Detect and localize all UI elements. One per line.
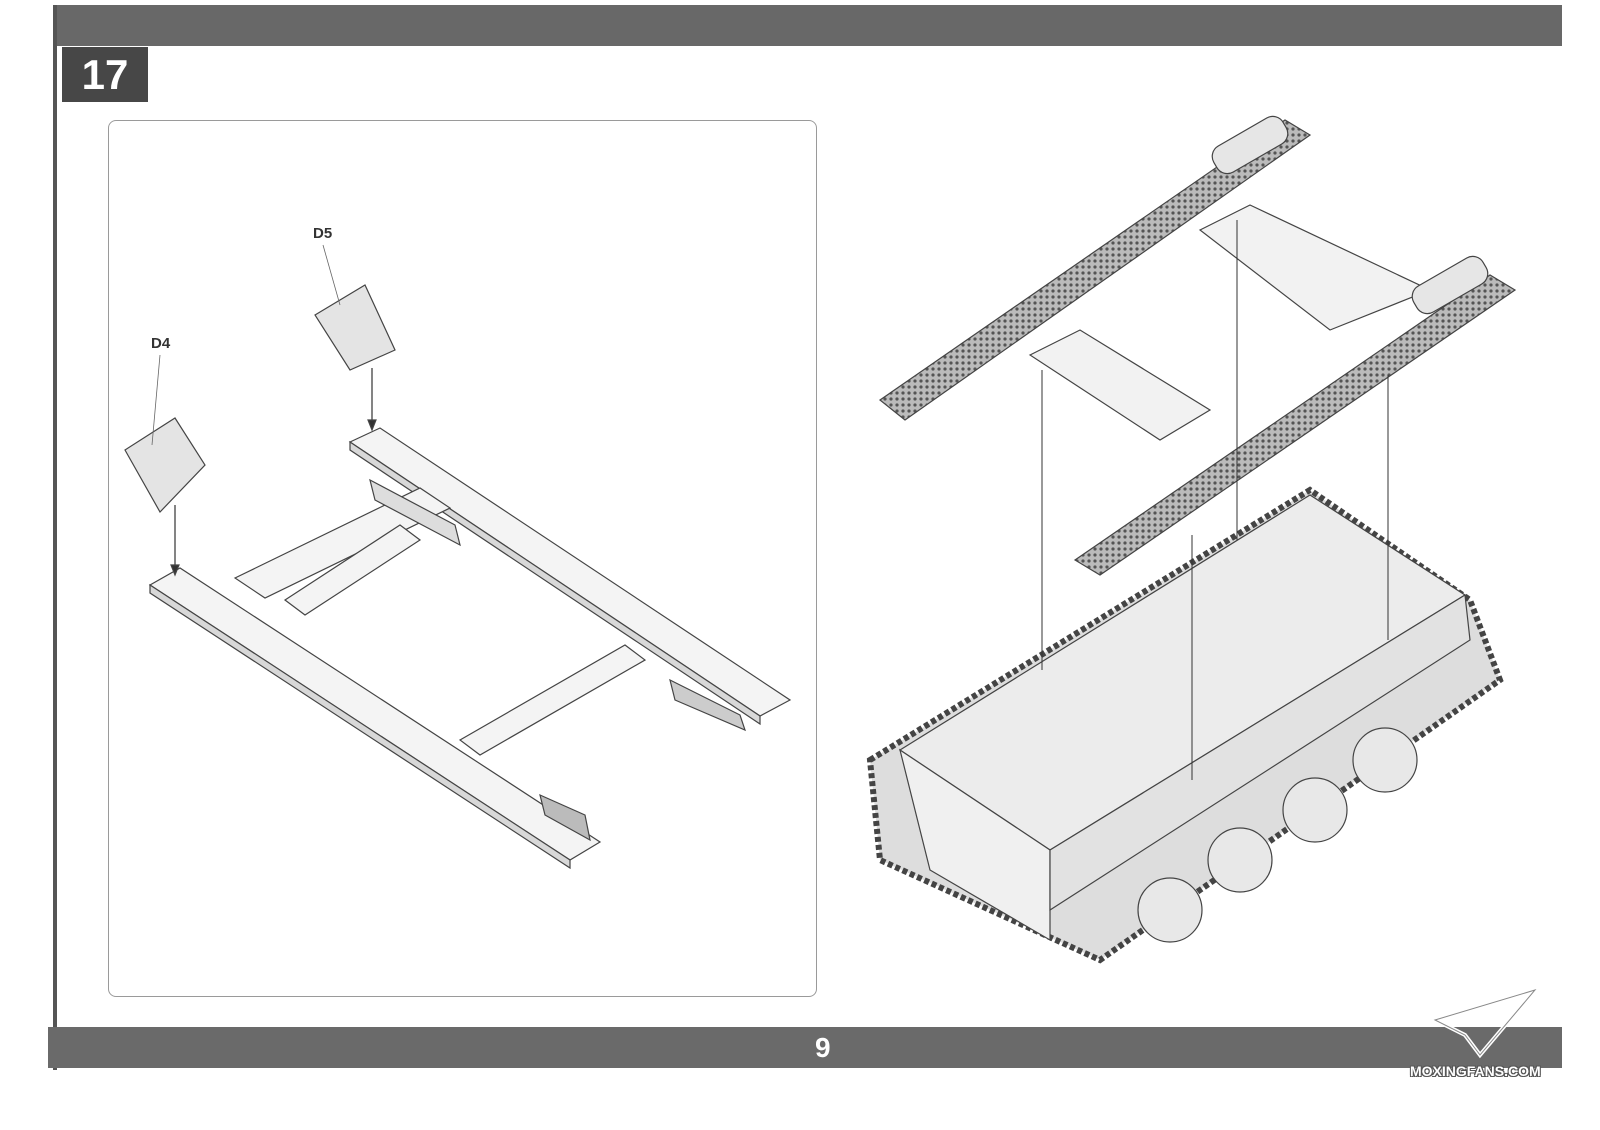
part-d5: [314, 284, 396, 371]
paper-plane-logo-icon: [1429, 986, 1541, 1059]
cross-member: [233, 487, 452, 599]
page-edge: [53, 5, 57, 1070]
hull: [866, 220, 1504, 964]
part-label-d5: D5: [313, 225, 333, 242]
rail-right: [348, 427, 792, 717]
subassembly-panel: [108, 120, 817, 997]
frame-diagram: [124, 244, 792, 870]
part-d4: [124, 417, 206, 513]
part-label-d4: D4: [151, 335, 171, 352]
header-bar: [55, 5, 1562, 46]
page-number: 9: [815, 1032, 831, 1063]
watermark: MOXINGFANS.COM: [1410, 1063, 1541, 1079]
step-number: 17: [62, 47, 148, 102]
footer-bar: 9: [48, 1027, 1562, 1068]
upper-deck: [878, 115, 1517, 576]
cross-member: [458, 644, 647, 756]
